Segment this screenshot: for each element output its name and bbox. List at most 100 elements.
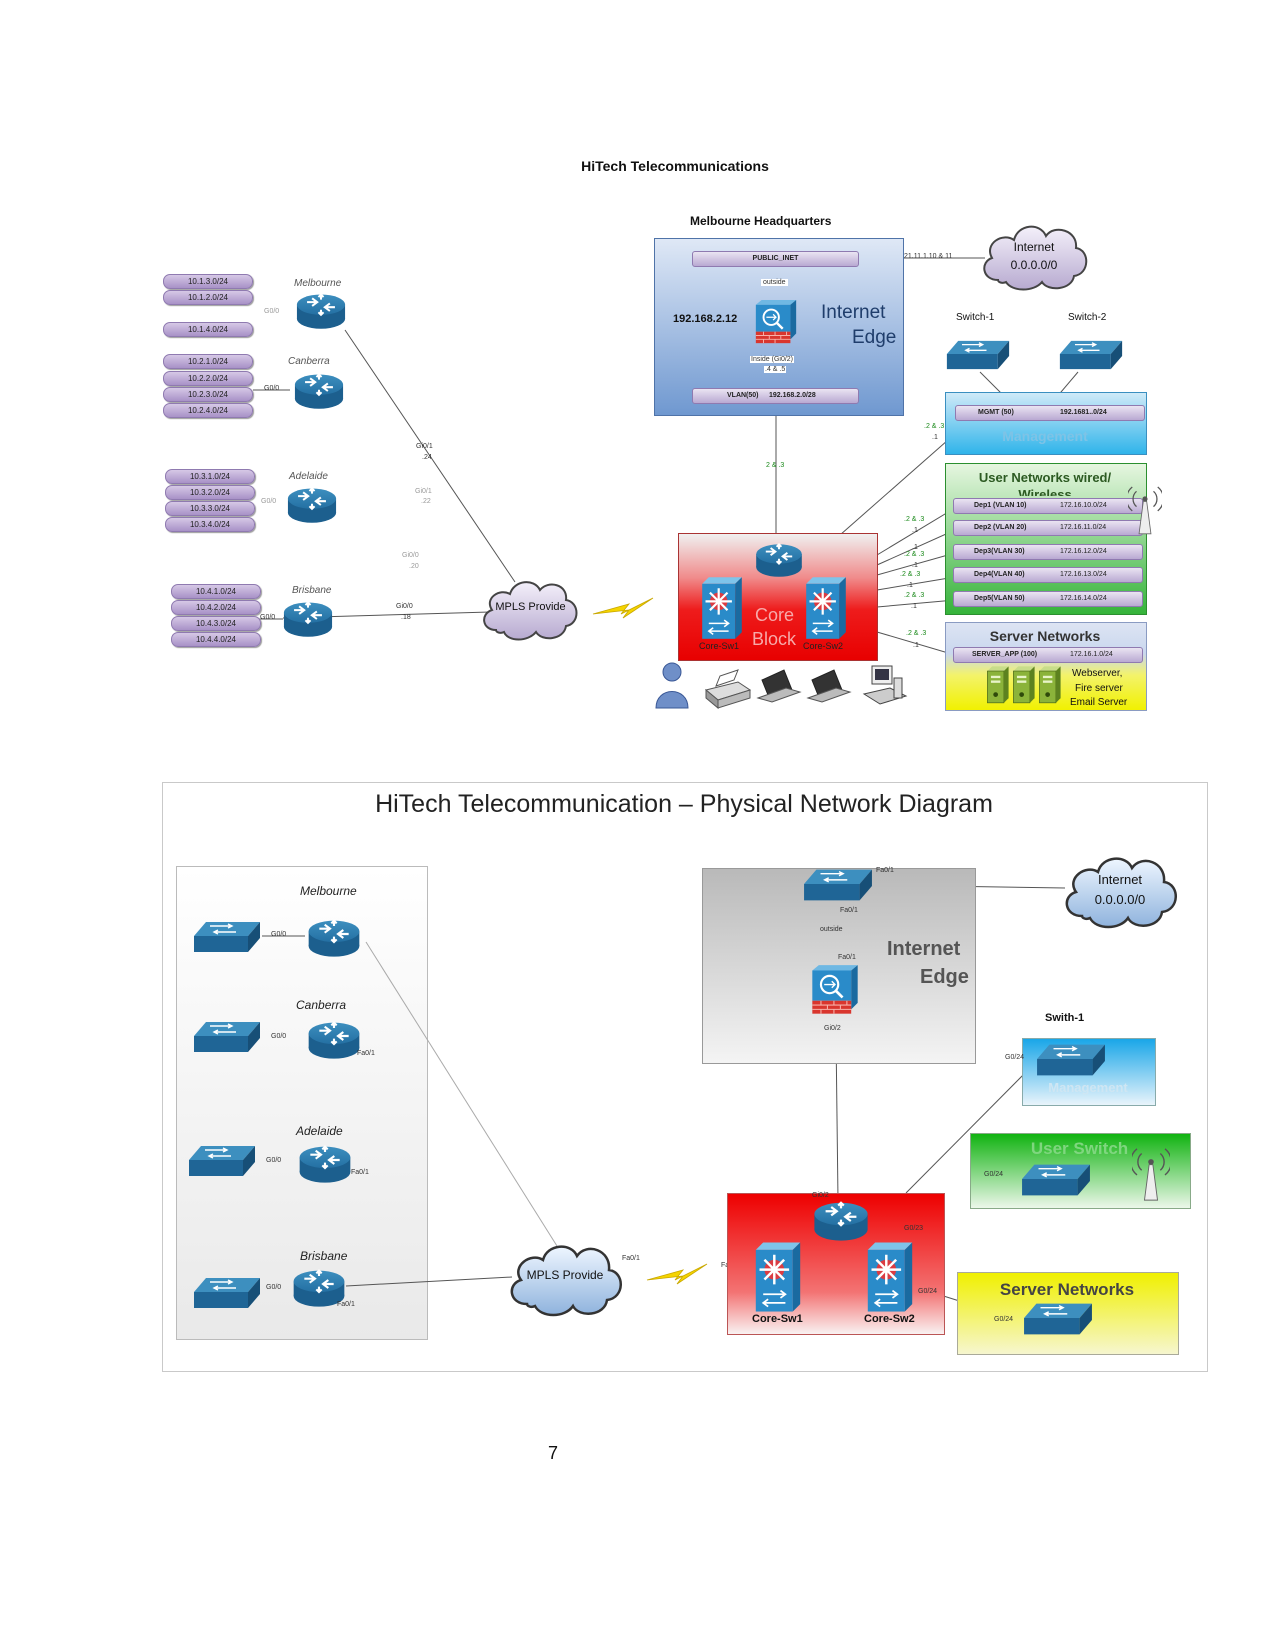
firewall-icon: [754, 298, 798, 345]
subnet-pill: 10.3.1.0/24: [165, 469, 255, 484]
switch-icon: [193, 1021, 261, 1053]
switch1-label: Swith-1: [1045, 1012, 1085, 1024]
link-label: Gi0/0: [396, 603, 413, 610]
interface-label: Fa0/1: [840, 907, 858, 914]
interface-label: G0/0: [260, 614, 276, 621]
interface-label: Fa0/1: [357, 1050, 375, 1057]
mpls-label: MPLS Provide: [526, 1268, 604, 1282]
internet-cloud-icon: [1065, 857, 1177, 929]
subnet-pill: 10.1.3.0/24: [163, 274, 253, 289]
vlan50-bar: VLAN(50) 192.168.2.0/28: [692, 388, 859, 404]
switch-icon: [1023, 1302, 1093, 1336]
mgmt-bar: MGMT (50) 192.1681..0/24: [955, 405, 1145, 421]
server-icon: [986, 665, 1010, 704]
top-diagram-title: HiTech Telecommunications: [581, 158, 769, 174]
interface-label: G0/24: [994, 1316, 1014, 1323]
core-sw1-label: Core-Sw1: [699, 641, 740, 651]
core-router-icon: [755, 543, 803, 578]
switch-icon: [946, 340, 1010, 370]
router-icon: [295, 293, 347, 330]
site-label-adelaide: Adelaide: [289, 471, 328, 482]
link-core-mgmt: [839, 439, 949, 536]
server-desc: Webserver,: [1072, 668, 1123, 679]
outside-label: outside: [761, 279, 788, 286]
link-core-mgmt: [905, 1062, 1036, 1194]
mpls-if-label: Fa0/1: [622, 1255, 640, 1262]
subnet-pill: 10.3.4.0/24: [165, 517, 255, 532]
wireless-tower-icon: [1128, 486, 1162, 535]
interface-label: G0/24: [918, 1288, 938, 1295]
subnet-pill: 10.2.1.0/24: [163, 354, 253, 369]
link-label: Gi0/1: [416, 443, 433, 450]
server-icon: [1012, 665, 1036, 704]
page-number: 7: [548, 1443, 559, 1463]
edge-label-line1: Internet: [821, 302, 886, 323]
core-label-2: Block: [752, 629, 797, 649]
user-link-label: .1: [911, 603, 917, 610]
switch1-label: Switch-1: [956, 312, 995, 323]
site-label-canberra: Canberra: [288, 356, 330, 367]
site-label-melbourne: Melbourne: [294, 278, 342, 289]
outside-label: outside: [820, 926, 843, 933]
mgmt-link-label: .1: [932, 434, 938, 441]
core-sw1-label: Core-Sw1: [752, 1313, 803, 1325]
link-label: .18: [401, 614, 411, 621]
interface-label: G0/24: [1005, 1054, 1025, 1061]
core-sw2-label: Core-Sw2: [803, 641, 844, 651]
link-label: .24: [422, 454, 432, 461]
site-label-melbourne: Melbourne: [300, 884, 357, 898]
edge-label-line2: Edge: [920, 966, 969, 988]
user-networks-zone: [945, 463, 1147, 615]
router-icon: [286, 487, 338, 524]
hq-title: Melbourne Headquarters: [690, 214, 832, 228]
site-label-brisbane: Brisbane: [292, 585, 332, 596]
mpls-label: MPLS Provide: [495, 601, 566, 613]
subnet-pill: 10.2.3.0/24: [163, 387, 253, 402]
subnet-pill: 10.1.4.0/24: [163, 322, 253, 337]
interface-label: G0/0: [266, 1284, 282, 1291]
server-link-label: .1: [913, 642, 919, 649]
switch-icon: [1036, 1043, 1106, 1077]
internet-cloud-icon: [983, 225, 1088, 291]
firewall-icon: [810, 964, 860, 1016]
link-label: .20: [409, 563, 419, 570]
user-net-row: Dep3(VLAN 30)172.16.12.0/24: [953, 544, 1143, 560]
edge-lan-ip: 192.168.2.12: [673, 313, 738, 325]
switch-icon: [193, 1277, 261, 1309]
site-label-brisbane: Brisbane: [300, 1249, 348, 1263]
switch-icon: [1021, 1163, 1091, 1197]
server-icon: [1038, 665, 1062, 704]
core-link-label: 2 & .3: [766, 462, 785, 469]
server-networks-title: Server Networks: [999, 1280, 1135, 1299]
switch-icon: [193, 921, 261, 953]
site-label-adelaide: Adelaide: [296, 1124, 343, 1138]
user-net-row: Dep2 (VLAN 20)172.16.11.0/24: [953, 520, 1143, 536]
link-label: Gi0/1: [415, 488, 432, 495]
user-link-label: .1: [912, 562, 918, 569]
edge-label-line1: Internet: [887, 938, 961, 960]
l3-switch-icon: [701, 576, 743, 640]
interface-label: Gi0/2: [812, 1192, 829, 1199]
subnet-pill: 10.1.2.0/24: [163, 290, 253, 305]
router-icon: [307, 919, 361, 958]
interface-label: Fa0/1: [351, 1169, 369, 1176]
inside-ip-label: .4 & .5: [764, 366, 787, 373]
user-link-label: .2 & .3: [904, 516, 925, 523]
site-label-canberra: Canberra: [296, 998, 347, 1012]
user-link-label: .2 & .3: [900, 571, 921, 578]
switch-icon: [188, 1145, 256, 1177]
server-networks-title: Server Networks: [989, 628, 1101, 644]
interface-label: Gi0/2: [824, 1025, 841, 1032]
subnet-pill: 10.2.4.0/24: [163, 403, 253, 418]
link-label: .22: [421, 498, 431, 505]
l3-switch-icon: [754, 1241, 802, 1313]
laptop-icon: [756, 669, 802, 703]
edge-label-line2: Edge: [852, 327, 897, 348]
mgmt-link-label: .2 & .3: [924, 423, 945, 430]
management-label: Management: [1002, 428, 1088, 444]
mpls-cloud-icon: [510, 1245, 622, 1317]
core-sw2-label: Core-Sw2: [864, 1313, 915, 1325]
l3-switch-icon: [805, 576, 847, 640]
subnet-pill: 10.4.2.0/24: [171, 600, 261, 615]
end-devices: [655, 662, 908, 710]
